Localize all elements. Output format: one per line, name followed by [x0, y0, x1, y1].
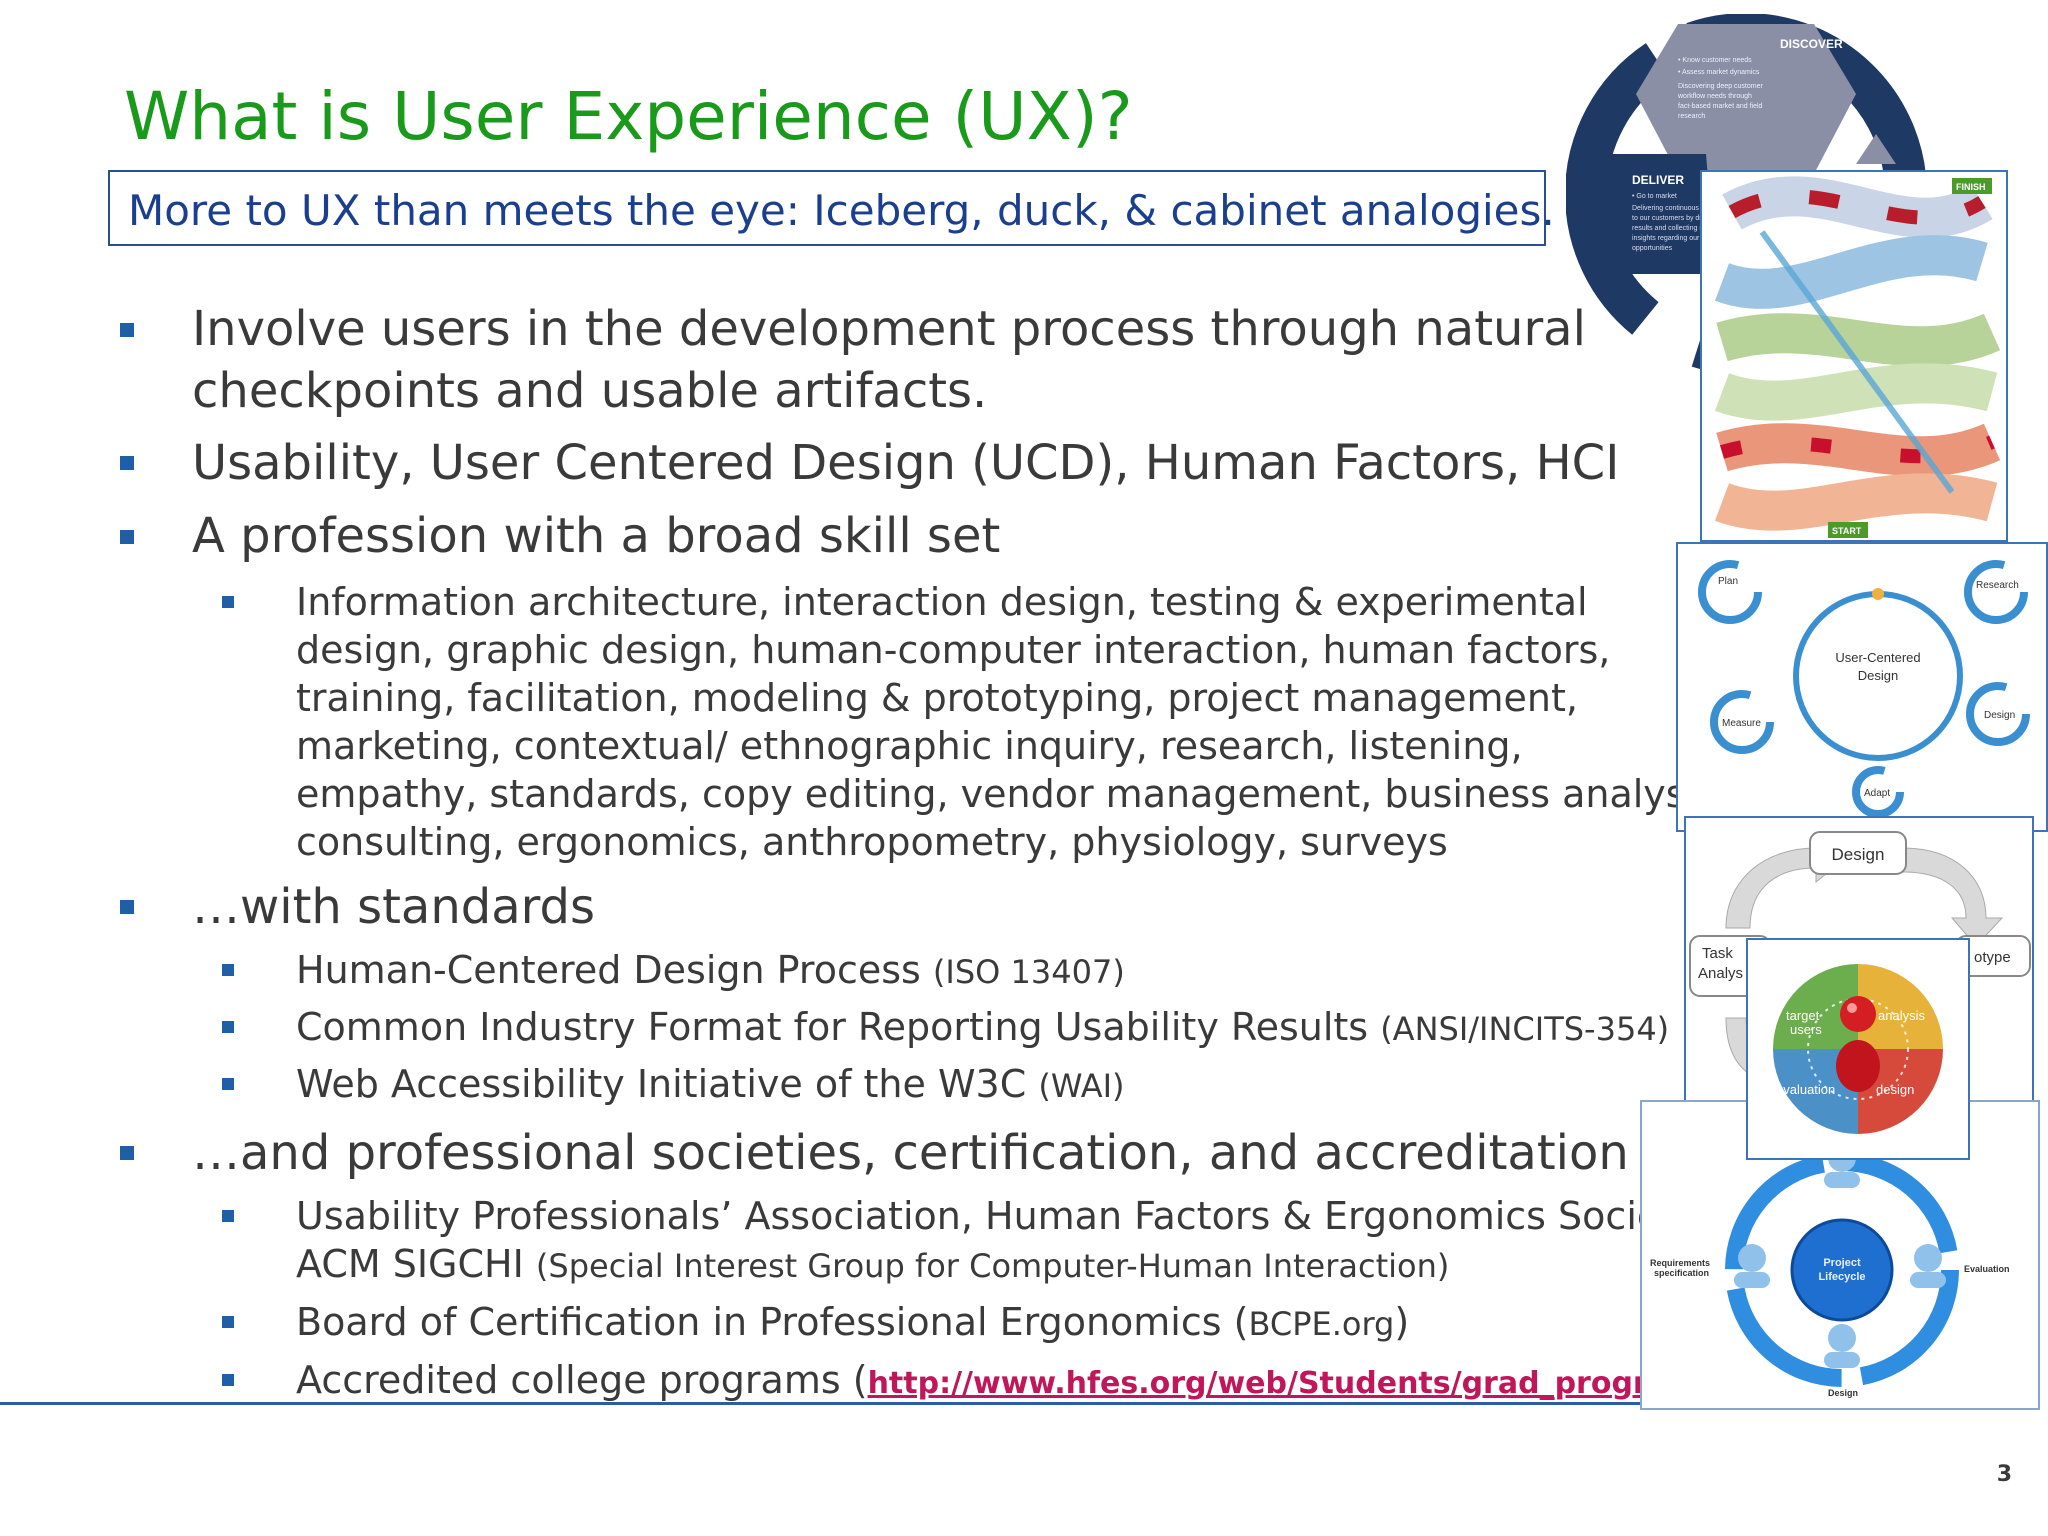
bullet-marker — [120, 900, 134, 914]
sub-bullet-marker — [222, 596, 234, 608]
lifecycle-center-label: Project — [1823, 1257, 1861, 1269]
sub-bullet-marker — [222, 1316, 234, 1328]
bullet-standards: …with standards — [192, 879, 596, 935]
lifecycle-design-label: Design — [1828, 1388, 1858, 1398]
lifecycle-requirements-label: Requirements — [1650, 1258, 1710, 1268]
deliver-label: DELIVER — [1632, 173, 1684, 187]
svg-text:users: users — [1790, 1022, 1822, 1037]
skill-set-line: consulting, ergonomics, anthropometry, p… — [296, 820, 1448, 864]
ucd-adapt-label: Adapt — [1864, 788, 1890, 799]
svg-text:opportunities: opportunities — [1632, 245, 1673, 252]
discover-label: DISCOVER — [1780, 37, 1843, 51]
svg-text:Discovering deep customer: Discovering deep customer — [1678, 83, 1763, 90]
quadrant-target-users-label: target — [1786, 1008, 1820, 1023]
skill-set-line: Information architecture, interaction de… — [296, 580, 1588, 624]
bullet-profession: A profession with a broad skill set — [192, 508, 1001, 564]
slide-subtitle: More to UX than meets the eye: Iceberg, … — [128, 186, 1555, 235]
svg-text:Lifecycle: Lifecycle — [1818, 1271, 1865, 1283]
sub-bullet-marker — [222, 1021, 234, 1033]
skill-set-line: empathy, standards, copy editing, vendor… — [296, 772, 1729, 816]
certification-line: Board of Certification in Professional E… — [296, 1300, 1410, 1344]
cycle-task-label: Task — [1702, 945, 1733, 962]
svg-text:specification: specification — [1654, 1268, 1709, 1278]
page-number: 3 — [1996, 1462, 2012, 1487]
svg-text:• Go to market: • Go to market — [1632, 193, 1677, 200]
standard-cif: Common Industry Format for Reporting Usa… — [296, 1005, 1670, 1049]
societies-line1: Usability Professionals’ Association, Hu… — [296, 1194, 1710, 1238]
svg-text:workflow needs through: workflow needs through — [1677, 93, 1752, 100]
bullet-marker — [120, 323, 134, 337]
ucd-research-label: Research — [1976, 580, 2019, 591]
board-finish-label: FINISH — [1956, 182, 1986, 192]
standard-wai: Web Accessibility Initiative of the W3C … — [296, 1062, 1125, 1106]
ucd-center-label: User-Centered — [1835, 650, 1920, 665]
ucd-measure-label: Measure — [1722, 718, 1761, 729]
svg-text:insights regarding our ne: insights regarding our ne — [1632, 235, 1709, 242]
quadrant-evaluation-label: evaluation — [1776, 1082, 1835, 1097]
board-start-label: START — [1832, 526, 1862, 536]
footer-rule — [0, 1402, 1660, 1405]
svg-text:Delivering continuous v: Delivering continuous v — [1632, 205, 1705, 212]
svg-text:research: research — [1678, 113, 1705, 120]
standard-iso: Human-Centered Design Process (ISO 13407… — [296, 948, 1125, 992]
bullet-involve-users-line1: Involve users in the development process… — [192, 301, 1586, 357]
ucd-cycle-image: User-Centered Design Plan Research Desig… — [1676, 542, 2048, 832]
quadrant-analysis-label: analysis — [1878, 1008, 1925, 1023]
bullet-marker — [120, 456, 134, 470]
ucd-design-label: Design — [1984, 710, 2015, 721]
cycle-prototype-label: otype — [1974, 949, 2011, 966]
skill-set-line: training, facilitation, modeling & proto… — [296, 676, 1578, 720]
bullet-involve-users-line2: checkpoints and usable artifacts. — [192, 363, 988, 419]
sub-bullet-marker — [222, 1078, 234, 1090]
svg-text:to our customers by driv: to our customers by driv — [1632, 215, 1707, 222]
skill-set-line: marketing, contextual/ ethnographic inqu… — [296, 724, 1523, 768]
lifecycle-evaluation-label: Evaluation — [1964, 1264, 2010, 1274]
slide-title: What is User Experience (UX)? — [124, 78, 1133, 155]
bullet-usability: Usability, User Centered Design (UCD), H… — [192, 435, 1620, 491]
societies-line2: ACM SIGCHI (Special Interest Group for C… — [296, 1242, 1450, 1286]
bullet-societies: …and professional societies, certificati… — [192, 1125, 1629, 1181]
sub-bullet-marker — [222, 1210, 234, 1222]
cycle-design-label: Design — [1832, 845, 1885, 864]
quadrant-design-label: design — [1876, 1082, 1914, 1097]
svg-text:fact-based market and field: fact-based market and field — [1678, 103, 1763, 110]
board-game-image: FINISH START — [1700, 170, 2008, 542]
quadrant-diagram-image: target users analysis evaluation design — [1746, 938, 1970, 1160]
sub-bullet-marker — [222, 1374, 234, 1386]
sub-bullet-marker — [222, 964, 234, 976]
bullet-marker — [120, 1146, 134, 1160]
svg-text:results and collecting ne: results and collecting ne — [1632, 225, 1707, 232]
svg-text:Analys: Analys — [1698, 965, 1743, 982]
bullet-marker — [120, 530, 134, 544]
svg-text:• Know customer needs: • Know customer needs — [1678, 57, 1752, 64]
svg-text:• Assess market dynamics: • Assess market dynamics — [1678, 69, 1760, 76]
skill-set-line: design, graphic design, human-computer i… — [296, 628, 1611, 672]
subtitle-box: More to UX than meets the eye: Iceberg, … — [108, 170, 1555, 246]
svg-text:Design: Design — [1858, 668, 1898, 683]
accredited-line: Accredited college programs (http://www.… — [296, 1358, 1821, 1402]
ucd-plan-label: Plan — [1718, 576, 1738, 587]
